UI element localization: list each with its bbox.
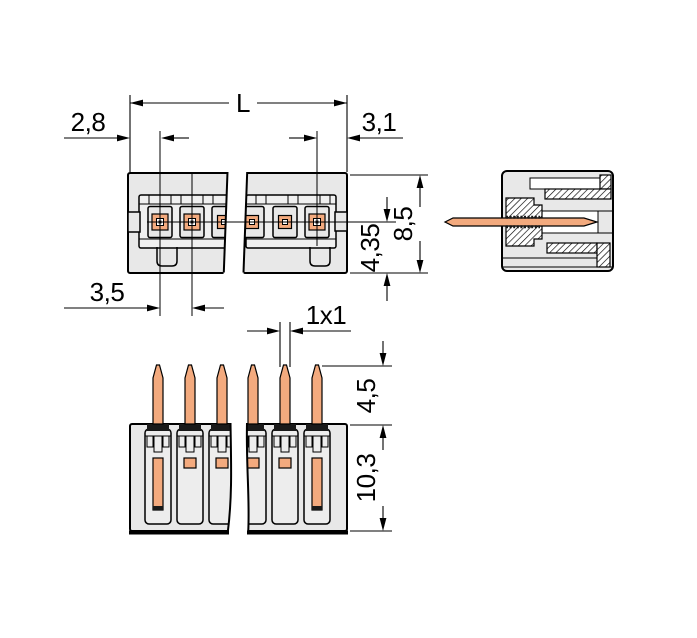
dim-label-last-pole-to-edge: 3,1	[362, 107, 397, 137]
dim-label-centerline-to-bottom: 4,35	[355, 224, 385, 273]
dim-label-edge-to-first-pole: 2,8	[71, 107, 106, 137]
dimensions: L 2,8 3,1 3,5 8,5 4,35	[64, 88, 428, 532]
bottom-view	[129, 364, 348, 535]
dim-label-pole-pitch: 3,5	[90, 277, 125, 307]
break-gap-bottom	[227, 421, 250, 534]
hatch-band-lower	[546, 242, 598, 254]
side-section-view	[443, 170, 614, 272]
section-step-top	[529, 177, 601, 190]
front-view	[127, 131, 396, 316]
dim-label-total-length: L	[236, 88, 250, 118]
dim-label-pin-length: 4,5	[351, 379, 381, 414]
hatch-block-bottom-right	[596, 242, 611, 268]
bottom-notch-right	[309, 247, 331, 267]
hatch-band-upper	[544, 188, 612, 200]
hatch-block-top-right	[599, 174, 612, 190]
cavity-rib-ticks	[148, 195, 331, 204]
bottom-notch-left	[156, 247, 178, 267]
contact-pin-section	[443, 217, 600, 227]
dim-label-housing-depth: 10,3	[351, 454, 381, 503]
dim-label-pin-cross-section: 1x1	[306, 300, 346, 330]
dim-label-housing-height: 8,5	[388, 207, 418, 242]
cavity-end-cap-left	[127, 211, 141, 233]
